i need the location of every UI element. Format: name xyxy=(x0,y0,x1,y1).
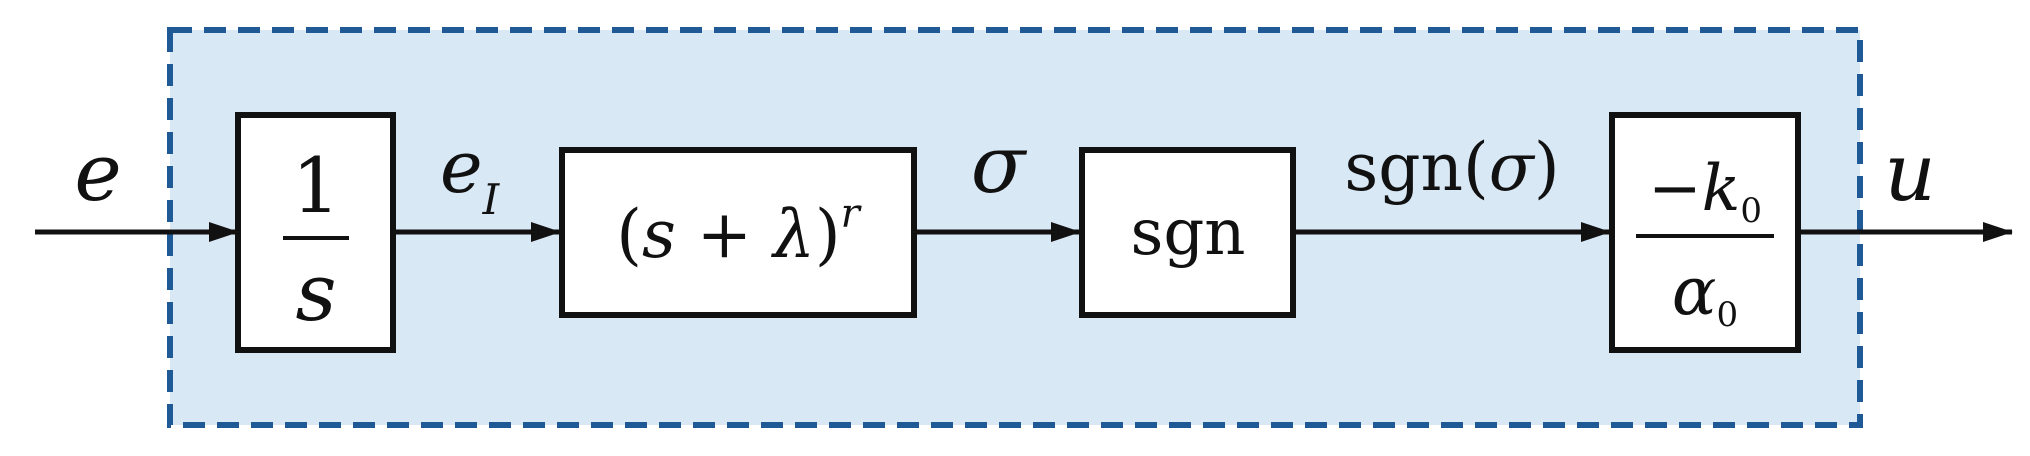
filter-exponent: r xyxy=(841,191,863,237)
filter-s: s xyxy=(642,196,676,273)
gain-alpha: α xyxy=(1672,253,1717,330)
integrator-denominator: s xyxy=(295,246,336,339)
gain-k: k xyxy=(1702,152,1741,226)
sgn-sigma-label: sgn(σ) xyxy=(1344,129,1559,206)
filter-open-paren: ( xyxy=(616,196,642,273)
sgn-sigma-var: σ xyxy=(1489,129,1536,206)
sgn-sigma-prefix: sgn( xyxy=(1344,129,1488,206)
sliding-surface-block xyxy=(559,147,917,318)
filter-close-paren: ) xyxy=(815,196,841,273)
sigma-label: σ xyxy=(971,118,1028,211)
sign-block xyxy=(1079,147,1296,318)
filter-plus: + xyxy=(676,196,773,273)
controller-region xyxy=(167,27,1863,428)
sgn-sigma-suffix: ) xyxy=(1534,129,1560,206)
sliding-surface-expression: (s + λ)r xyxy=(616,191,862,273)
gain-block xyxy=(1609,112,1801,353)
integral-error-main: e xyxy=(440,125,483,209)
gain-denominator: α0 xyxy=(1672,253,1738,335)
gain-alpha-subscript: 0 xyxy=(1716,295,1738,335)
sign-label: sgn xyxy=(1130,196,1245,270)
output-signal-label: u xyxy=(1884,126,1936,219)
filter-lambda: λ xyxy=(770,196,815,273)
gain-k-subscript: 0 xyxy=(1740,191,1762,231)
integrator-numerator: 1 xyxy=(292,141,340,230)
input-signal-label: e xyxy=(74,126,121,219)
integral-error-subscript: I xyxy=(482,175,501,224)
integrator-block xyxy=(235,112,396,353)
gain-numerator: −k0 xyxy=(1648,152,1762,231)
integral-error-label: eI xyxy=(440,125,501,224)
gain-minus: − xyxy=(1648,152,1702,226)
